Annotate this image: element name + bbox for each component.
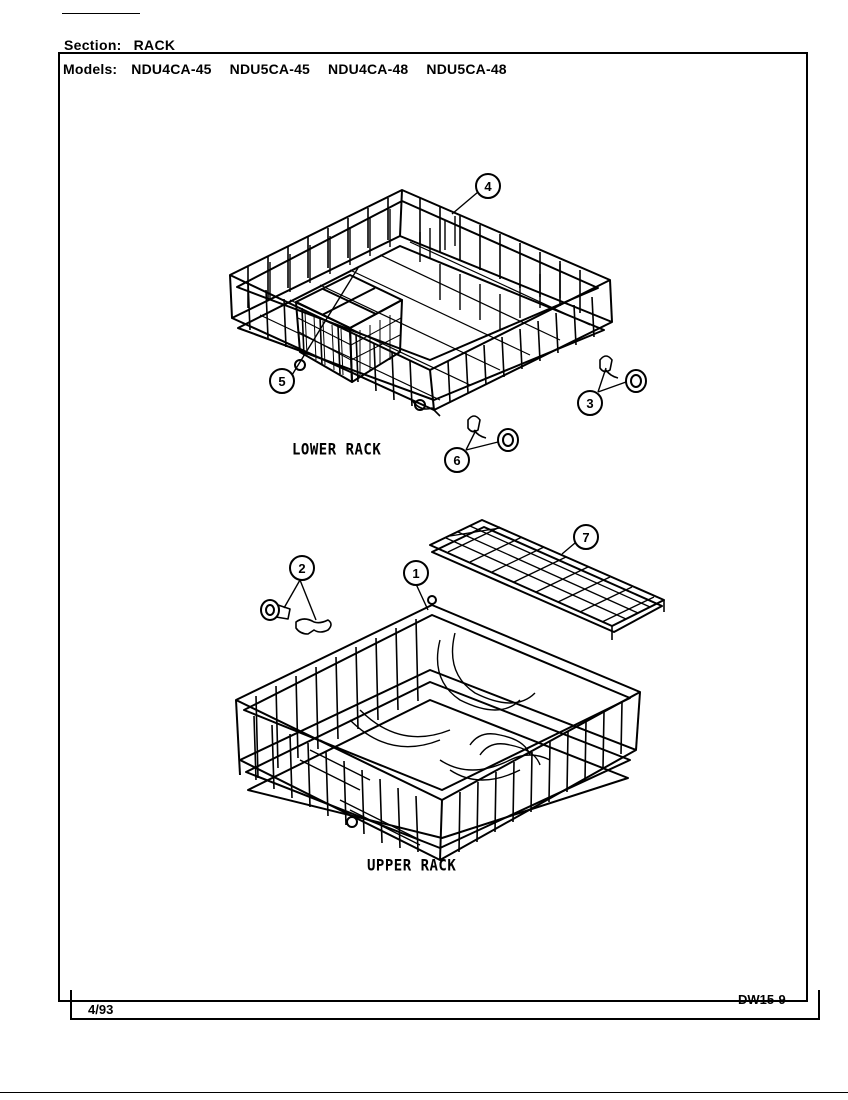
lower-rack-label: LOWER RACK	[292, 440, 382, 460]
upper-rack-label: UPPER RACK	[367, 856, 457, 876]
section-header: Section: RACK	[64, 37, 175, 53]
models-line: Models: NDU4CA-45 NDU5CA-45 NDU4CA-48 NDU5CA…	[63, 61, 525, 77]
model-2: NDU5CA-45	[229, 61, 311, 77]
lower-rack-wheel-parts	[467, 355, 647, 452]
callout-7: 7	[582, 530, 589, 545]
lower-rack-drawing	[229, 189, 613, 417]
cup-shelf-drawing	[429, 519, 665, 640]
footer-frame	[70, 990, 820, 1020]
section-label: Section:	[64, 37, 122, 53]
callout-1: 1	[412, 566, 419, 581]
callout-3: 3	[586, 396, 593, 411]
upper-rack-wheel-parts	[260, 599, 332, 635]
callout-6: 6	[453, 453, 460, 468]
model-3: NDU4CA-48	[328, 61, 409, 77]
upper-rack-drawing	[235, 595, 641, 861]
models-label: Models:	[63, 61, 118, 77]
section-value: RACK	[133, 37, 176, 53]
footer-code: DW15-9	[738, 992, 786, 1007]
callout-2: 2	[298, 561, 305, 576]
callout-4: 4	[484, 179, 492, 194]
footer-date: 4/93	[88, 1002, 114, 1017]
diagram-frame	[58, 52, 808, 1002]
model-4: NDU5CA-48	[426, 61, 507, 77]
top-rule	[62, 13, 140, 14]
model-1: NDU4CA-45	[131, 61, 212, 77]
bottom-rule	[0, 1092, 848, 1093]
callout-5: 5	[278, 374, 285, 389]
